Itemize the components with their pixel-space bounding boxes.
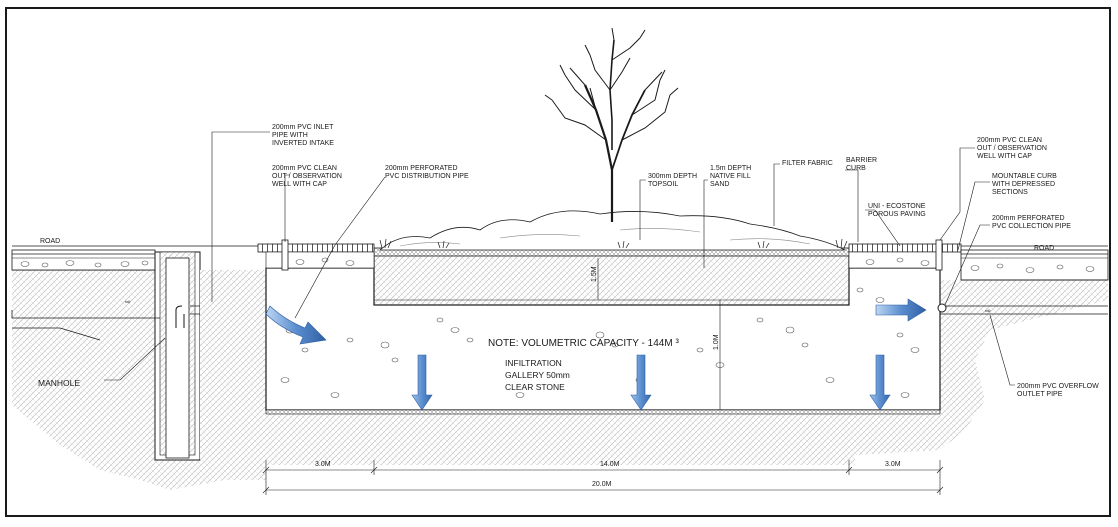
- svg-text:PVC DISTRIBUTION PIPE: PVC DISTRIBUTION PIPE: [385, 173, 469, 180]
- svg-text:OUT / OBSERVATION: OUT / OBSERVATION: [977, 145, 1047, 152]
- svg-text:OUTLET PIPE: OUTLET PIPE: [1017, 391, 1063, 398]
- ecostone-label: UNI - ECOSTONE POROUS PAVING: [868, 203, 926, 218]
- topsoil-label: 300mm DEPTH TOPSOIL: [648, 173, 697, 188]
- dim-left-3m: 3.0M: [315, 461, 331, 468]
- svg-text:300mm DEPTH: 300mm DEPTH: [648, 173, 697, 180]
- svg-text:SAND: SAND: [710, 181, 729, 188]
- svg-text:OUT / OBSERVATION: OUT / OBSERVATION: [272, 173, 342, 180]
- clear-stone-aggregate: [280, 257, 930, 398]
- cleanout-well-right: [935, 239, 943, 271]
- right-road-pavement: [960, 249, 1109, 281]
- svg-text:200mm PVC CLEAN: 200mm PVC CLEAN: [977, 137, 1042, 144]
- svg-text:200mm PERFORATED: 200mm PERFORATED: [385, 165, 458, 172]
- svg-text:NATIVE FILL: NATIVE FILL: [710, 173, 751, 180]
- barrier-curb-label: BARRIER CURB: [846, 157, 877, 172]
- volumetric-capacity-note: NOTE: VOLUMETRIC CAPACITY - 144M ³: [488, 338, 679, 349]
- svg-text:POROUS PAVING: POROUS PAVING: [868, 211, 926, 218]
- svg-text:UNI - ECOSTONE: UNI - ECOSTONE: [868, 203, 926, 210]
- mountable-curb-label: MOUNTABLE CURB WITH DEPRESSED SECTIONS: [992, 173, 1057, 196]
- svg-text:INVERTED INTAKE: INVERTED INTAKE: [272, 140, 334, 147]
- grass: [379, 238, 848, 249]
- road-aggregate: [20, 260, 1095, 273]
- cleanout-well-left: [281, 239, 289, 271]
- svg-text:200mm PERFORATED: 200mm PERFORATED: [992, 215, 1065, 222]
- inflow-arrow: [265, 305, 327, 345]
- svg-text:GALLERY 50mm: GALLERY 50mm: [505, 370, 570, 380]
- perforated-distribution-label: 200mm PERFORATED PVC DISTRIBUTION PIPE: [385, 165, 469, 180]
- porous-paving-left: [257, 243, 375, 253]
- dim-right-3m: 3.0M: [885, 461, 901, 468]
- svg-text:MOUNTABLE CURB: MOUNTABLE CURB: [992, 173, 1057, 180]
- svg-text:⇨: ⇨: [985, 308, 991, 315]
- tree: [544, 27, 679, 222]
- svg-text:1.5m DEPTH: 1.5m DEPTH: [710, 165, 751, 172]
- collection-pipe-section: [937, 303, 947, 313]
- svg-text:TOPSOIL: TOPSOIL: [648, 181, 678, 188]
- leader-lines: [104, 131, 1015, 386]
- fill-depth-label: 1.5M: [591, 266, 598, 282]
- dim-total-20m: 20.0M: [592, 481, 612, 488]
- inlet-pipe-label: 200mm PVC INLET PIPE WITH INVERTED INTAK…: [272, 124, 334, 147]
- collection-flow-arrow: [875, 298, 927, 322]
- svg-text:200mm PVC CLEAN: 200mm PVC CLEAN: [272, 165, 337, 172]
- svg-text:WELL WITH CAP: WELL WITH CAP: [272, 181, 327, 188]
- surrounding-native-soil: [200, 270, 1108, 465]
- svg-text:BARRIER: BARRIER: [846, 157, 877, 164]
- svg-text:CLEAR STONE: CLEAR STONE: [505, 382, 565, 392]
- svg-text:200mm PVC INLET: 200mm PVC INLET: [272, 124, 334, 131]
- infiltration-arrow-1: [411, 354, 433, 411]
- filter-fabric-label: FILTER FABRIC: [782, 160, 833, 167]
- dimension-lines: [262, 460, 944, 495]
- svg-text:SECTIONS: SECTIONS: [992, 189, 1028, 196]
- infiltration-arrow-3: [869, 354, 891, 411]
- gallery-depth-label: 1.0M: [713, 334, 720, 350]
- svg-text:PIPE WITH: PIPE WITH: [272, 132, 308, 139]
- svg-text:WITH DEPRESSED: WITH DEPRESSED: [992, 181, 1055, 188]
- planting-mound: [378, 210, 846, 251]
- perforated-collection-label: 200mm PERFORATED PVC COLLECTION PIPE: [992, 215, 1071, 230]
- cleanout-right-label: 200mm PVC CLEAN OUT / OBSERVATION WELL W…: [977, 137, 1047, 160]
- cleanout-left-label: 200mm PVC CLEAN OUT / OBSERVATION WELL W…: [272, 165, 342, 188]
- svg-text:INFILTRATION: INFILTRATION: [505, 358, 562, 368]
- left-road-pavement: [11, 249, 156, 271]
- svg-text:WELL WITH CAP: WELL WITH CAP: [977, 153, 1032, 160]
- left-native-soil: [12, 270, 266, 490]
- infiltration-gallery-label: INFILTRATION GALLERY 50mm CLEAR STONE: [505, 358, 570, 392]
- native-fill-label: 1.5m DEPTH NATIVE FILL SAND: [710, 165, 751, 188]
- dim-center-14m: 14.0M: [600, 461, 620, 468]
- svg-text:⇨: ⇨: [125, 299, 131, 306]
- svg-text:200mm PVC OVERFLOW: 200mm PVC OVERFLOW: [1017, 383, 1099, 390]
- native-fill-sand-bed: [373, 254, 850, 306]
- manhole-label: MANHOLE: [38, 378, 80, 388]
- porous-paving-right: [848, 243, 962, 253]
- infiltration-arrow-2: [630, 354, 652, 411]
- road-left-label: ROAD: [40, 238, 60, 245]
- svg-text:PVC COLLECTION PIPE: PVC COLLECTION PIPE: [992, 223, 1071, 230]
- svg-text:CURB: CURB: [846, 165, 866, 172]
- overflow-pipe-label: 200mm PVC OVERFLOW OUTLET PIPE: [1017, 383, 1099, 398]
- road-right-label: ROAD: [1034, 245, 1054, 252]
